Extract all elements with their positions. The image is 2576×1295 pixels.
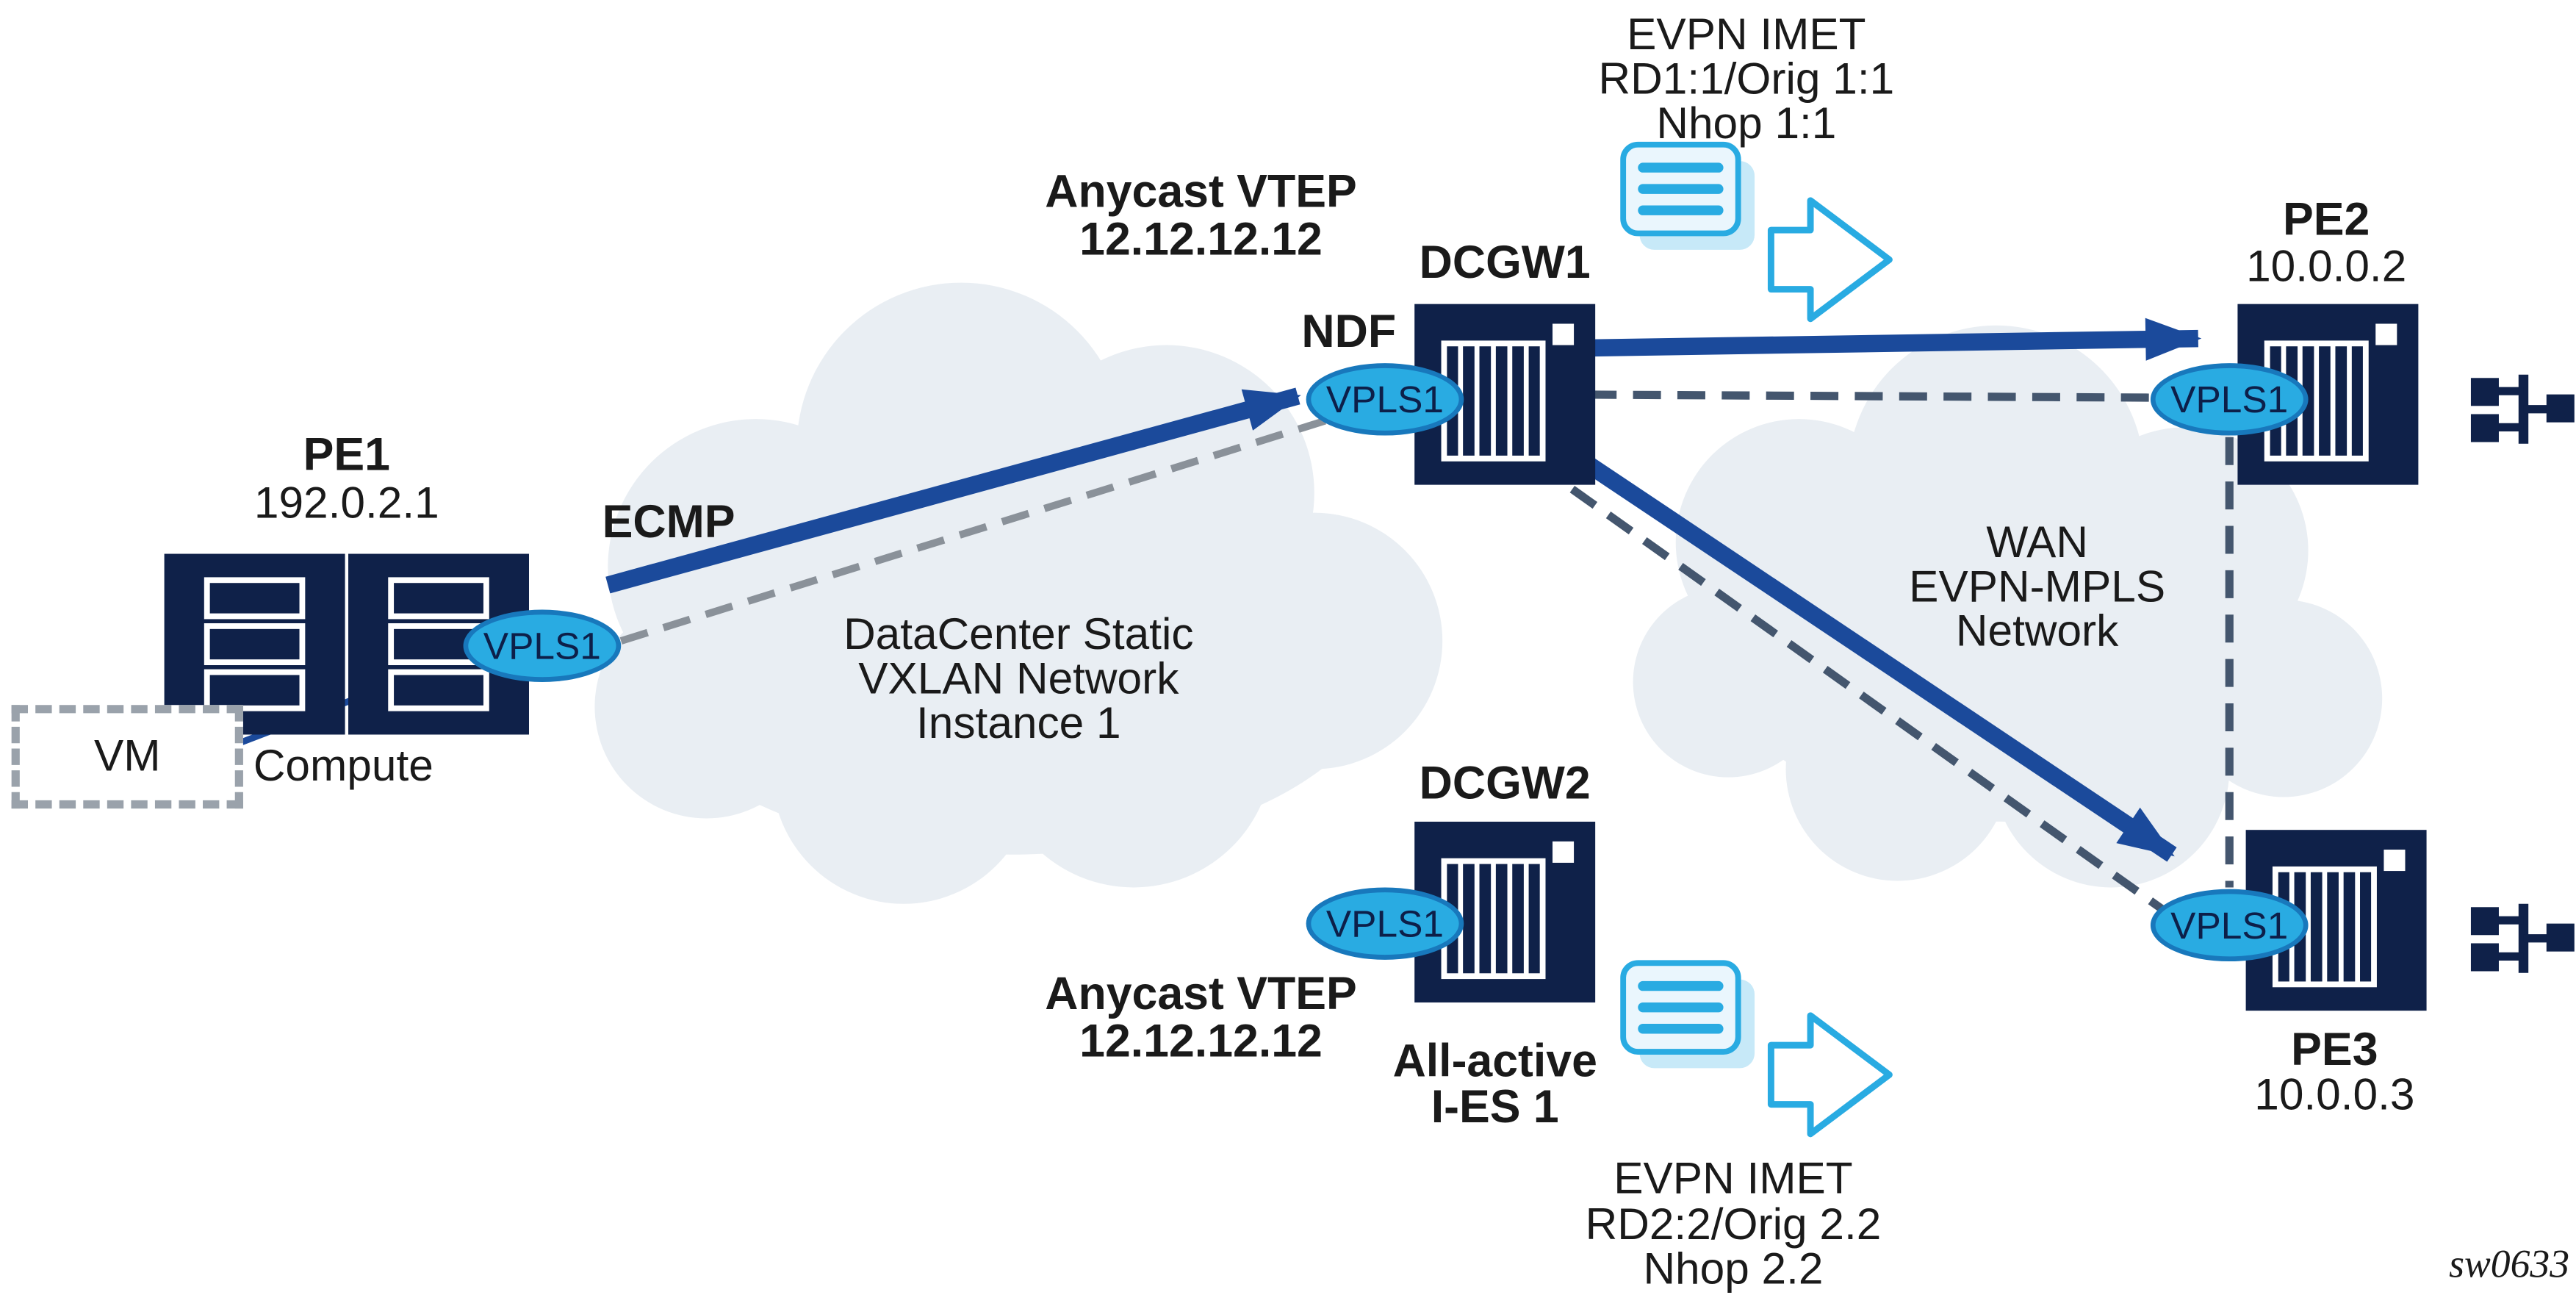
wan-cloud-line1: WAN [1986,517,2088,567]
dashed-link-dcgw1-pe2 [1544,390,2159,402]
vm-label: VM [94,731,161,781]
all-active-ies-line1: All-active [1392,1035,1597,1086]
evpn-imet-message-icon-bottom [1623,963,1755,1068]
ecmp-label: ECMP [602,496,735,548]
vpls1-badge-dcgw1: VPLS1 [1306,363,1464,436]
anycast-vtep-top-line1: Anycast VTEP [1045,165,1357,218]
datacenter-vxlan-cloud [594,282,1443,904]
datacenter-cloud-line2: VXLAN Network [858,653,1179,704]
pe1-title: PE1 [303,428,390,480]
pe2-title: PE2 [2282,193,2370,245]
evpn-imet-top-line3: Nhop 1:1 [1656,98,1837,148]
vpls1-badge-label: VPLS1 [483,623,601,667]
datacenter-cloud-line1: DataCenter Static [843,609,1194,659]
pe3-ip: 10.0.0.3 [2254,1069,2415,1119]
vpls1-badge-label: VPLS1 [1325,901,1444,944]
evpn-imet-top-line1: EVPN IMET [1627,10,1866,60]
ecmp-arrow-pe1-dcgw1 [605,387,1301,594]
vm-node: VM [11,705,243,809]
vpls1-badge-label: VPLS1 [1325,377,1444,420]
wan-cloud-line3: Network [1955,606,2119,656]
vpls1-badge-pe1: VPLS1 [463,609,622,682]
pe1-ip: 192.0.2.1 [253,478,439,528]
pe3-title: PE3 [2291,1024,2378,1075]
lan-segment-icon-pe3 [2471,904,2575,973]
anycast-vtep-bottom-line1: Anycast VTEP [1045,968,1357,1019]
wan-evpn-mpls-cloud [1633,325,2383,888]
vpls1-badge-pe2: VPLS1 [2150,363,2309,436]
compute-label: Compute [253,741,433,791]
traffic-arrow-dcgw1-pe3 [1547,433,2177,862]
vpls1-badge-dcgw2: VPLS1 [1306,887,1464,960]
route-direction-arrow-top [1767,197,1893,323]
route-direction-arrow-bottom [1767,1012,1893,1138]
traffic-arrow-dcgw1-pe2 [1561,318,2202,361]
dcgw2-title: DCGW2 [1419,757,1591,809]
vpls1-badge-pe3: VPLS1 [2150,889,2309,962]
wan-cloud-line2: EVPN-MPLS [1909,562,2166,611]
pe2-ip: 10.0.0.2 [2246,241,2407,291]
vpls1-badge-label: VPLS1 [2170,377,2289,420]
all-active-ies-line2: I-ES 1 [1431,1081,1559,1133]
anycast-vtep-bottom-line2: 12.12.12.12 [1079,1015,1323,1067]
lan-segment-icon-pe2 [2471,375,2575,444]
dashed-link-pe1-dcgw1 [619,407,1359,645]
dcgw1-title: DCGW1 [1419,236,1591,288]
ndf-label: NDF [1301,305,1397,357]
evpn-imet-top-line2: RD1:1/Orig 1:1 [1598,54,1895,104]
figure-watermark: sw0633 [2449,1244,2570,1287]
datacenter-cloud-line3: Instance 1 [916,698,1121,748]
anycast-vtep-top-line2: 12.12.12.12 [1079,213,1323,265]
evpn-imet-bottom-line3: Nhop 2.2 [1643,1244,1824,1294]
dashed-link-dcgw1-pe3 [1533,459,2171,917]
evpn-imet-message-icon-top [1623,145,1755,250]
evpn-imet-bottom-line1: EVPN IMET [1613,1153,1853,1203]
vpls1-badge-label: VPLS1 [2170,903,2289,946]
evpn-imet-bottom-line2: RD2:2/Orig 2.2 [1585,1199,1882,1249]
